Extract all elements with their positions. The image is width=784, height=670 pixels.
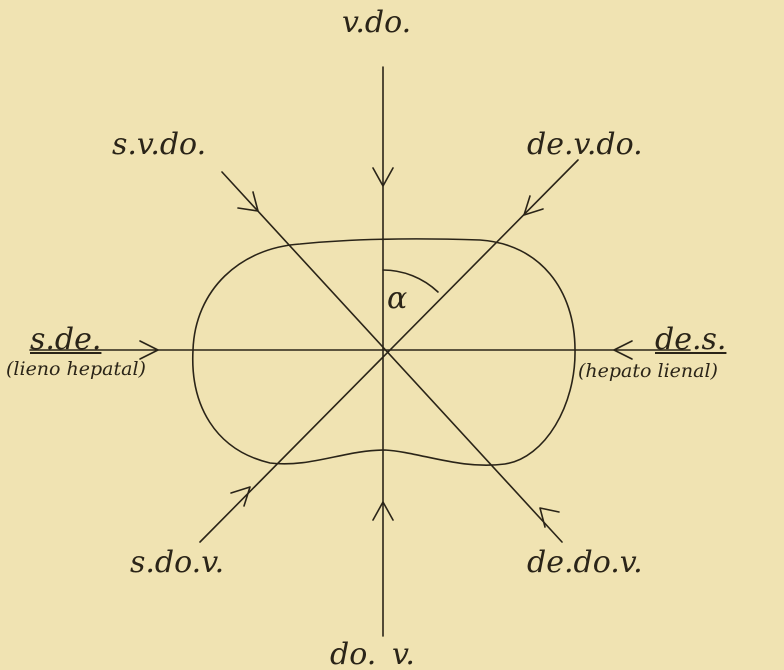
label-de-s: de.s. (655, 325, 726, 355)
label-de-v-do: de.v.do. (527, 130, 643, 160)
label-do: do. (330, 640, 376, 670)
label-hepato-lienal: (hepato lienal) (578, 362, 718, 381)
label-de-do-v: de.do.v. (527, 548, 643, 578)
label-v: v. (392, 640, 415, 670)
label-alpha: α (387, 284, 407, 314)
label-lieno-hepatal: (lieno hepatal) (6, 360, 146, 379)
body-outline (193, 239, 575, 465)
label-v-do: v.do. (342, 8, 411, 38)
label-s-do-v: s.do.v. (130, 548, 224, 578)
label-s-de: s.de. (30, 325, 101, 355)
arrow-s-do-v (231, 487, 250, 506)
diagonal-right-to-left (200, 160, 578, 542)
label-s-v-do: s.v.do. (112, 130, 206, 160)
arrow-de-do-v (540, 508, 559, 527)
